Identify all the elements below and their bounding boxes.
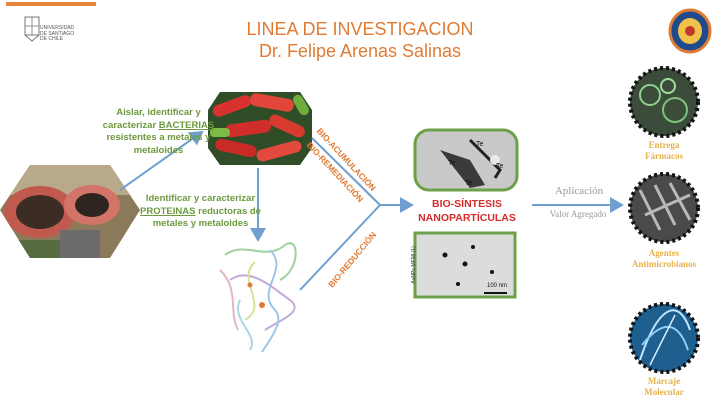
protein-desc-line-3: metales y metaloides [152, 218, 249, 229]
antimicrobial-image [628, 172, 700, 244]
molecular-marker-image [628, 302, 700, 374]
institute-badge [668, 8, 712, 54]
biosynthesis-line-1: BIO-SÍNTESIS [431, 198, 502, 210]
microscopy-image-tellurium [413, 128, 519, 192]
te-label-3: Te [496, 163, 504, 170]
use-3-line-2: Molecular [644, 387, 684, 397]
university-line-2: DE SANTIAGO [40, 30, 75, 37]
university-line-3: DE CHILE [40, 36, 64, 42]
use-3-line-1: Marcaje [647, 376, 681, 386]
application-title: Aplicación [554, 185, 604, 197]
arrow-pipes-to-bacteria [119, 130, 204, 191]
university-line-1: UNIVERSIDAD [40, 25, 75, 31]
university-name: UNIVERSIDAD DE SANTIAGO DE CHILE [40, 25, 75, 43]
use-label-drug-delivery: Entrega Fármacos [624, 140, 704, 162]
tem-sample-label: AuNPs-MF98 (1) [410, 246, 417, 284]
te-label-4: Te [465, 180, 473, 187]
protein-keyword: PROTEINAS [140, 205, 196, 217]
application-subtitle: Valor Agregado [549, 209, 607, 219]
bacteria-desc-line-4: metaloides [133, 144, 184, 156]
title-line-2: Dr. Felipe Arenas Salinas [258, 41, 462, 61]
bacteria-keyword: BACTERIAS [158, 119, 215, 131]
use-1-line-1: Entrega [648, 140, 680, 150]
arrow-bacteria-to-junction [311, 137, 381, 206]
university-logo [24, 16, 79, 52]
page-title: LINEA DE INVESTIGACION Dr. Felipe Arenas… [200, 18, 520, 62]
biosynthesis-label: BIO-SÍNTESIS NANOPARTÍCULAS [408, 197, 526, 225]
bacteria-desc-line-3: resistentes a metales y [106, 132, 211, 143]
te-label-1: Te [448, 160, 456, 167]
process-arrows [119, 130, 624, 291]
bacteria-desc-prefix: caracterizar [102, 119, 159, 131]
university-crest-icon [24, 16, 40, 42]
bacteria-description: Aislar, identificar y caracterizar BACTE… [96, 107, 221, 157]
protein-description: Identificar y caracterizar PROTEINAS red… [138, 193, 263, 231]
use-2-line-2: Antimicrobianos [631, 259, 697, 269]
te-label-2: Te [476, 141, 484, 148]
use-2-line-1: Agentes [648, 248, 680, 258]
drug-delivery-image [628, 66, 700, 138]
arrow-protein-to-junction [299, 204, 381, 291]
top-accent-bar [6, 2, 96, 6]
protein-desc-line-1: Identificar y caracterizar [145, 193, 256, 204]
protein-desc-suffix: reductoras de [195, 205, 261, 217]
use-label-molecular-marker: Marcaje Molecular [624, 376, 704, 398]
pipes-image [0, 165, 140, 258]
bacteria-image [208, 92, 312, 165]
scale-label: 100 nm [487, 283, 508, 289]
bacteria-desc-line-1: Aislar, identificar y [116, 107, 201, 118]
biosynthesis-line-2: NANOPARTÍCULAS [418, 212, 516, 224]
tem-image-nanoparticles [413, 231, 517, 299]
protein-structure-image [219, 242, 297, 353]
use-1-line-2: Fármacos [645, 151, 683, 161]
title-line-1: LINEA DE INVESTIGACION [246, 19, 474, 39]
use-label-antimicrobial: Agentes Antimicrobianos [616, 248, 712, 270]
